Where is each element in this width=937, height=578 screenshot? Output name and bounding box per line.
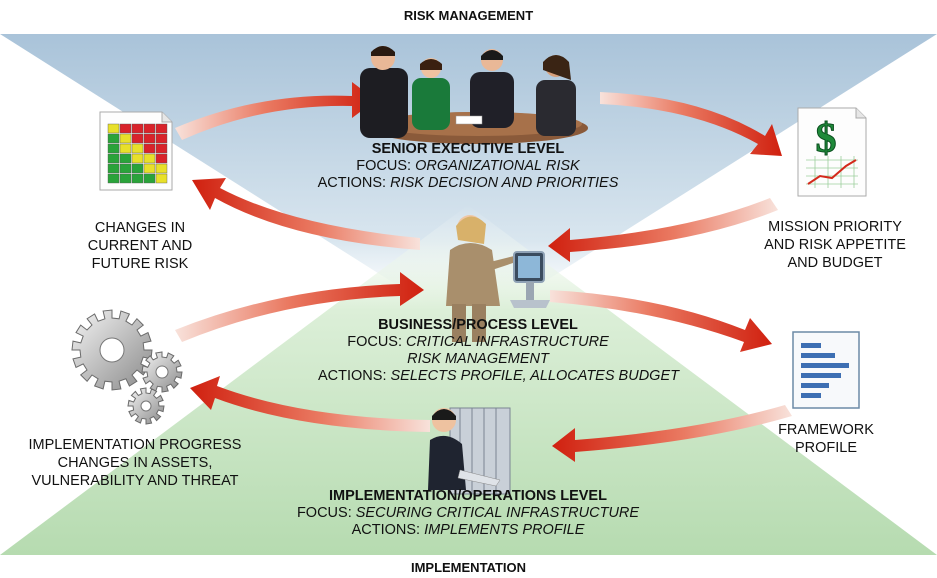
business-process-focus: FOCUS: CRITICAL INFRASTRUCTURE [318,334,638,351]
label-line: CURRENT AND [87,238,193,254]
label-line: VULNERABILITY AND THREAT [31,473,239,489]
actions-label: ACTIONS: [318,368,391,384]
senior-executive-block: SENIOR EXECUTIVE LEVEL FOCUS: ORGANIZATI… [278,141,658,192]
gear-hole [140,400,152,412]
risk-matrix-cell [155,153,168,164]
arrow-gears-to-business [175,272,424,342]
arrow-framework-to-operator [552,405,792,462]
senior-executive-actions: ACTIONS: RISK DECISION AND PRIORITIES [278,175,658,192]
risk-matrix-cell [107,153,120,164]
label-line: FUTURE RISK [91,256,189,272]
implementation-operations-block: IMPLEMENTATION/OPERATIONS LEVEL FOCUS: S… [268,488,668,539]
business-process-focus-cont: RISK MANAGEMENT [407,351,549,367]
actions-label: ACTIONS: [351,522,425,538]
senior-executive-focus: FOCUS: ORGANIZATIONAL RISK [278,158,658,175]
risk-matrix-cell [131,163,144,174]
risk-matrix-cell [143,133,156,144]
risk-matrix-cell [143,163,156,174]
label-line: MISSION PRIORITY [768,219,902,235]
risk-matrix-cell [155,123,168,134]
implementation-triangle [0,205,937,555]
label-line: IMPLEMENTATION PROGRESS [28,437,242,453]
risk-matrix-document-icon [99,111,173,191]
senior-executive-title: SENIOR EXECUTIVE LEVEL [371,141,565,157]
implementation-operations-focus: FOCUS: SECURING CRITICAL INFRASTRUCTURE [268,505,668,522]
arrow-business-to-risk [192,178,420,250]
risk-matrix-cell [107,173,120,184]
risk-matrix-cell [131,143,144,154]
actions-value: SELECTS PROFILE, ALLOCATES BUDGET [390,368,679,384]
framework-profile-document-icon [792,331,860,409]
business-process-actions: ACTIONS: SELECTS PROFILE, ALLOCATES BUDG… [318,368,679,385]
risk-matrix-cell [107,163,120,174]
risk-matrix-cell [143,143,156,154]
label-line: AND RISK APPETITE [764,237,906,253]
risk-matrix-cell [119,123,132,134]
arrow-operator-to-gears [190,376,430,432]
risk-matrix-cell [131,153,144,164]
risk-matrix-cell [107,133,120,144]
focus-label: FOCUS: [296,505,356,521]
arrow-business-to-framework [550,290,772,352]
label-line: CHANGES IN ASSETS, [57,455,213,471]
risk-matrix-cell [143,153,156,164]
focus-label: FOCUS: [356,158,416,174]
risk-matrix-cell [155,173,168,184]
actions-label: ACTIONS: [317,175,391,191]
focus-value: SECURING CRITICAL INFRASTRUCTURE [355,505,640,521]
risk-matrix-cell [143,123,156,134]
implementation-operations-actions: ACTIONS: IMPLEMENTS PROFILE [268,522,668,539]
business-process-block: BUSINESS/PROCESS LEVEL FOCUS: CRITICAL I… [318,317,679,385]
risk-matrix-cell [131,133,144,144]
focus-label: FOCUS: [347,334,407,350]
risk-matrix-cell [119,143,132,154]
gear-hole [99,337,125,363]
arrow-mission-to-business [548,198,778,262]
executive-meeting-icon [360,46,588,144]
risk-matrix-cell [155,163,168,174]
changes-in-risk-label: CHANGES IN CURRENT AND FUTURE RISK [60,219,220,273]
business-process-title: BUSINESS/PROCESS LEVEL [378,317,578,333]
gears-icon [71,309,183,425]
focus-value: ORGANIZATIONAL RISK [415,158,580,174]
label-line: PROFILE [794,440,858,456]
risk-matrix-cell [119,133,132,144]
label-line: AND BUDGET [787,255,883,271]
framework-profile-label: FRAMEWORK PROFILE [756,421,896,457]
risk-matrix-cell [119,153,132,164]
risk-matrix-cell [131,123,144,134]
implementation-operations-title: IMPLEMENTATION/OPERATIONS LEVEL [329,488,607,504]
arrow-risk-to-senior [175,82,376,140]
business-person-computer-icon [446,215,550,342]
risk-matrix-cell [155,143,168,154]
svg-text:$: $ [816,116,837,162]
mission-priority-label: MISSION PRIORITY AND RISK APPETITE AND B… [750,218,920,272]
gear-hole [155,365,169,379]
arrow-senior-to-mission [600,92,782,156]
risk-matrix-cell [119,173,132,184]
top-heading: RISK MANAGEMENT [403,8,534,23]
risk-matrix-cell [155,133,168,144]
label-line: CHANGES IN [94,220,186,236]
risk-matrix-cell [119,163,132,174]
label-line: FRAMEWORK [778,422,874,438]
risk-matrix-cell [107,143,120,154]
bottom-heading: IMPLEMENTATION [410,560,527,575]
operator-server-icon [428,407,511,495]
focus-value: CRITICAL INFRASTRUCTURE [406,334,609,350]
dollar-chart-document-icon: $ [797,107,867,197]
risk-matrix-cell [143,173,156,184]
actions-value: RISK DECISION AND PRIORITIES [390,175,619,191]
risk-matrix-cell [131,173,144,184]
implementation-progress-label: IMPLEMENTATION PROGRESS CHANGES IN ASSET… [10,436,260,490]
risk-matrix-cell [107,123,120,134]
actions-value: IMPLEMENTS PROFILE [424,522,585,538]
